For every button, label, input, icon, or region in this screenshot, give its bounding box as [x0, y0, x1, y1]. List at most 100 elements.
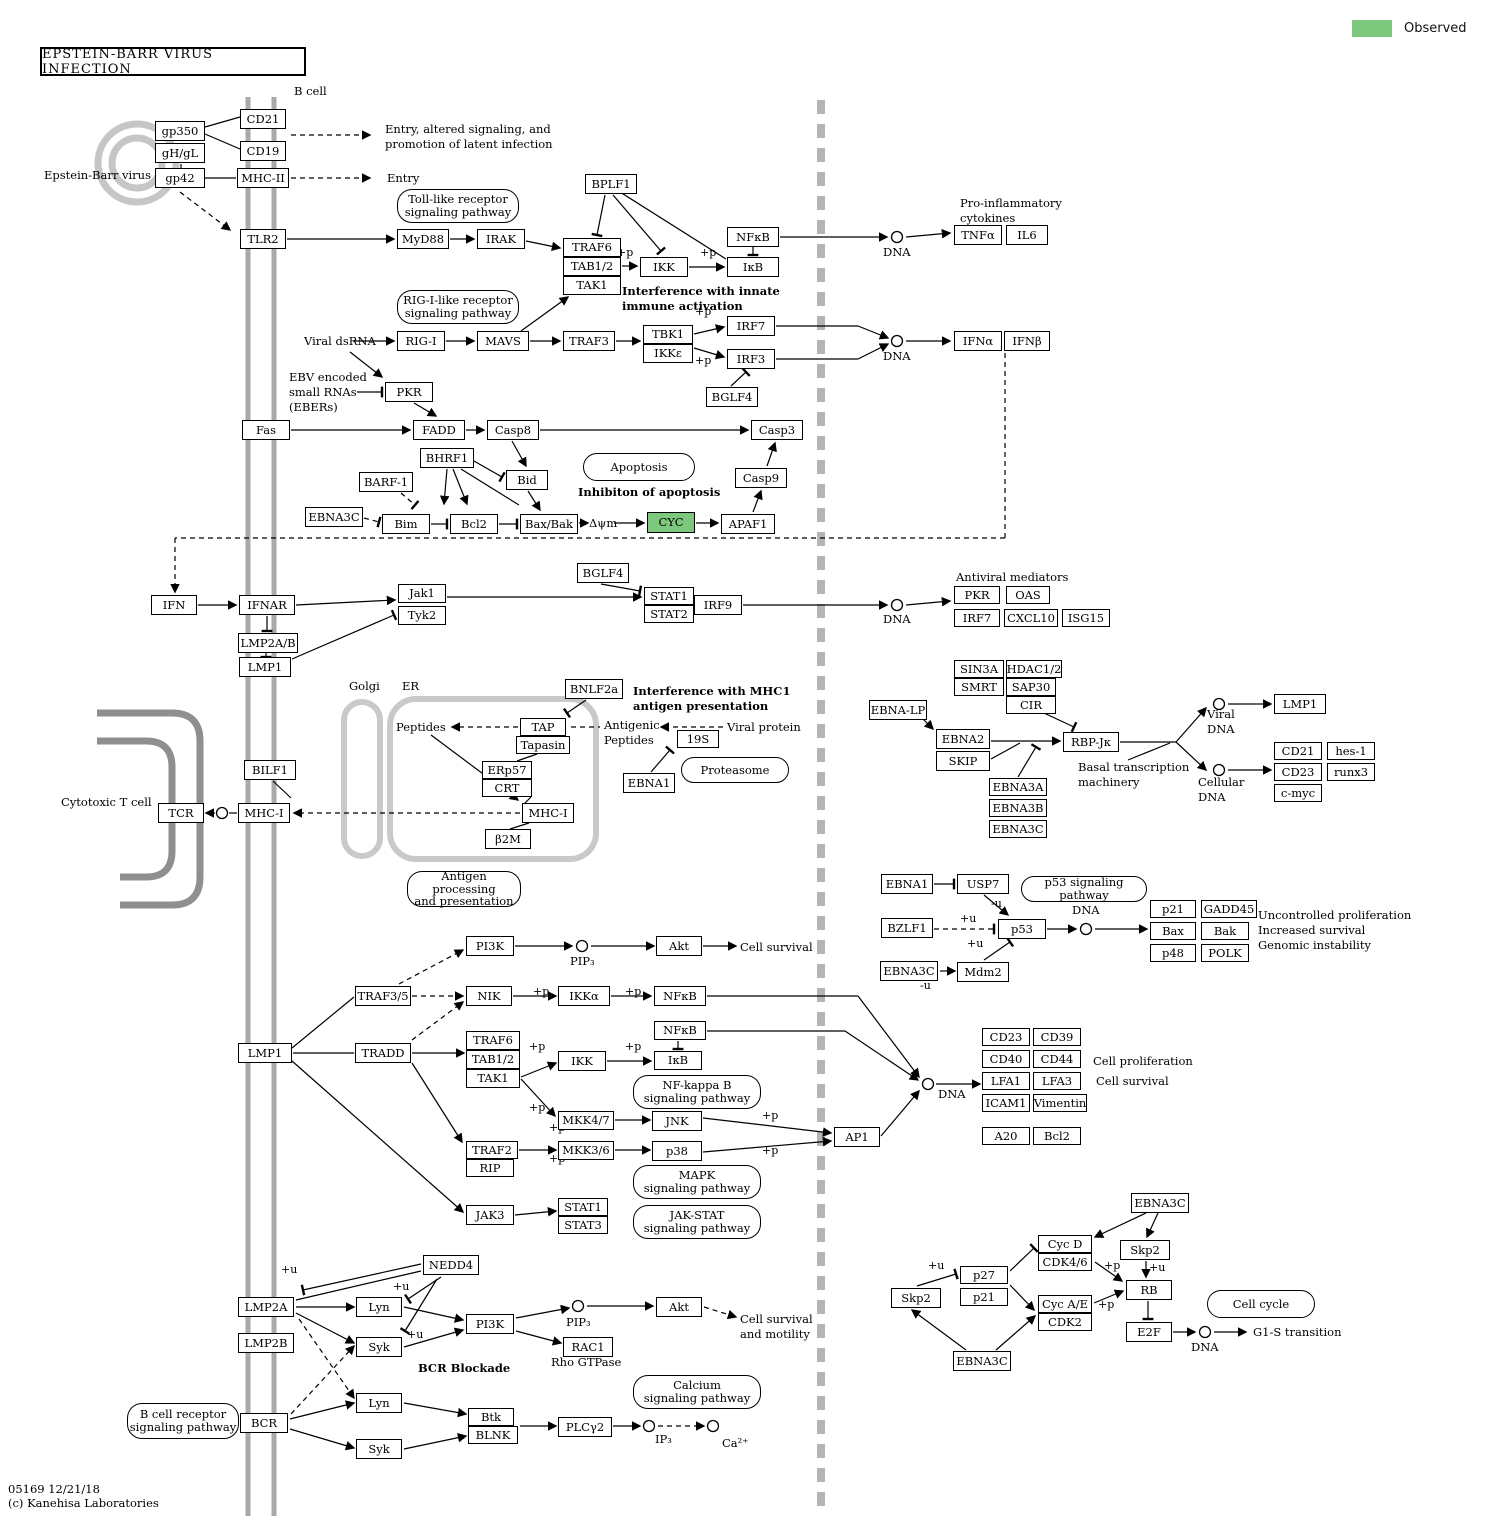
node-bcl2[interactable]: Bcl2: [1033, 1127, 1081, 1145]
node-tak1[interactable]: TAK1: [563, 276, 621, 295]
node-barf-1[interactable]: BARF-1: [359, 472, 413, 492]
node-fas[interactable]: Fas: [242, 420, 290, 440]
node-p27[interactable]: p27: [960, 1266, 1008, 1284]
node-tnf[interactable]: TNFα: [954, 225, 1002, 245]
node-cd39[interactable]: CD39: [1033, 1028, 1081, 1046]
node-erp57[interactable]: ERp57: [482, 761, 532, 779]
node-traf3[interactable]: TRAF3: [563, 331, 615, 351]
node-irf9[interactable]: IRF9: [694, 595, 742, 615]
node-sin3a[interactable]: SIN3A: [954, 660, 1004, 678]
node-lyn[interactable]: Lyn: [356, 1393, 402, 1413]
node-polk[interactable]: POLK: [1201, 944, 1249, 962]
node-rbp-j[interactable]: RBP-Jκ: [1063, 732, 1119, 752]
node-icam1[interactable]: ICAM1: [982, 1094, 1030, 1112]
node-stat1[interactable]: STAT1: [644, 587, 694, 605]
node-nik[interactable]: NIK: [466, 986, 512, 1006]
node-ifn[interactable]: IFN: [151, 595, 197, 615]
node-hes-1[interactable]: hes-1: [1327, 742, 1375, 760]
node-plc-2[interactable]: PLCγ2: [558, 1417, 612, 1437]
node-cyc-a-e[interactable]: Cyc A/E: [1038, 1295, 1092, 1313]
node-ebna3c[interactable]: EBNA3C: [305, 507, 363, 527]
node-2m[interactable]: β2M: [485, 829, 531, 849]
node-apaf1[interactable]: APAF1: [721, 514, 775, 534]
node-ebna2[interactable]: EBNA2: [936, 729, 990, 749]
node-isg15[interactable]: ISG15: [1062, 609, 1110, 627]
node-i-b[interactable]: IκB: [654, 1051, 702, 1070]
node-il6[interactable]: IL6: [1006, 225, 1048, 245]
node-skp2[interactable]: Skp2: [1120, 1240, 1170, 1260]
node-vimentin[interactable]: Vimentin: [1033, 1094, 1087, 1112]
node-lmp1[interactable]: LMP1: [239, 657, 291, 677]
node-gp350[interactable]: gp350: [155, 121, 205, 141]
node-jak1[interactable]: Jak1: [398, 584, 446, 603]
node-tak1[interactable]: TAK1: [466, 1069, 520, 1088]
node-19s[interactable]: 19S: [677, 730, 719, 748]
node-lmp2a[interactable]: LMP2A: [238, 1297, 294, 1317]
node-mdm2[interactable]: Mdm2: [957, 962, 1009, 982]
node-bid[interactable]: Bid: [506, 470, 548, 490]
node-pi3k[interactable]: PI3K: [466, 936, 514, 956]
node-bax[interactable]: Bax: [1150, 922, 1196, 940]
node-rip[interactable]: RIP: [466, 1159, 514, 1177]
node-cd23[interactable]: CD23: [982, 1028, 1030, 1046]
node-syk[interactable]: Syk: [356, 1337, 402, 1357]
node-tradd[interactable]: TRADD: [355, 1043, 411, 1063]
node-c-myc[interactable]: c-myc: [1274, 784, 1322, 802]
node-stat3[interactable]: STAT3: [558, 1216, 608, 1234]
node-nf-b[interactable]: NFκB: [727, 227, 779, 247]
node-tbk1[interactable]: TBK1: [643, 325, 693, 344]
node-p21[interactable]: p21: [1150, 900, 1196, 918]
node-tyk2[interactable]: Tyk2: [398, 606, 446, 625]
node-skip[interactable]: SKIP: [936, 751, 990, 771]
node-ebna3a[interactable]: EBNA3A: [989, 778, 1047, 796]
node-cyc[interactable]: CYC: [647, 512, 695, 533]
node-lfa1[interactable]: LFA1: [982, 1072, 1030, 1090]
node-traf3-5[interactable]: TRAF3/5: [355, 986, 411, 1006]
node-jnk[interactable]: JNK: [652, 1111, 702, 1131]
node-casp9[interactable]: Casp9: [735, 468, 787, 488]
node-cxcl10[interactable]: CXCL10: [1004, 609, 1058, 627]
node-ifn[interactable]: IFNα: [954, 331, 1002, 351]
node-irf7[interactable]: IRF7: [954, 609, 1000, 627]
node-bplf1[interactable]: BPLF1: [585, 174, 637, 194]
map-link-calcium-signaling-pathway[interactable]: Calcium signaling pathway: [633, 1375, 761, 1409]
node-cd23[interactable]: CD23: [1274, 763, 1322, 781]
node-bak[interactable]: Bak: [1201, 922, 1249, 940]
node-lyn[interactable]: Lyn: [356, 1297, 402, 1317]
node-tapasin[interactable]: Tapasin: [516, 736, 570, 754]
map-link-p53-signaling-pathway[interactable]: p53 signaling pathway: [1021, 876, 1147, 902]
map-link-toll-like-receptor-signaling-pathway[interactable]: Toll-like receptor signaling pathway: [397, 189, 519, 223]
node-stat1[interactable]: STAT1: [558, 1198, 608, 1216]
node-ifn[interactable]: IFNβ: [1004, 331, 1050, 351]
node-bglf4[interactable]: BGLF4: [577, 563, 629, 583]
node-btk[interactable]: Btk: [468, 1408, 514, 1426]
node-traf6[interactable]: TRAF6: [466, 1031, 520, 1050]
map-link-mapk-signaling-pathway[interactable]: MAPK signaling pathway: [633, 1165, 761, 1199]
node-a20[interactable]: A20: [982, 1127, 1030, 1145]
node-mkk4-7[interactable]: MKK4/7: [558, 1111, 614, 1130]
node-p53[interactable]: p53: [998, 919, 1046, 939]
node-gh-gl[interactable]: gH/gL: [155, 143, 205, 163]
node-bhrf1[interactable]: BHRF1: [420, 448, 474, 468]
node-lmp1[interactable]: LMP1: [238, 1043, 292, 1063]
map-link-jak-stat-signaling-pathway[interactable]: JAK-STAT signaling pathway: [633, 1205, 761, 1239]
node-ebna1[interactable]: EBNA1: [623, 773, 675, 793]
node-syk[interactable]: Syk: [356, 1439, 402, 1459]
node-tap[interactable]: TAP: [520, 718, 566, 736]
node-bglf4[interactable]: BGLF4: [706, 387, 758, 407]
map-link-proteasome[interactable]: Proteasome: [681, 757, 789, 783]
node-cd21[interactable]: CD21: [1274, 742, 1322, 760]
node-mkk3-6[interactable]: MKK3/6: [558, 1141, 614, 1160]
node-casp3[interactable]: Casp3: [751, 420, 803, 440]
node-nf-b[interactable]: NFκB: [654, 986, 706, 1006]
node-irf3[interactable]: IRF3: [727, 349, 775, 369]
map-link-b-cell-receptor-signaling-pathway[interactable]: B cell receptor signaling pathway: [127, 1403, 239, 1439]
node-bnlf2a[interactable]: BNLF2a: [565, 679, 623, 699]
node-lmp1[interactable]: LMP1: [1274, 694, 1326, 714]
node-mhc-ii[interactable]: MHC-II: [237, 168, 289, 188]
node-ebna3b[interactable]: EBNA3B: [989, 799, 1047, 817]
node-runx3[interactable]: runx3: [1327, 763, 1375, 781]
node-irak[interactable]: IRAK: [477, 229, 525, 249]
node-ikk[interactable]: IKK: [558, 1051, 606, 1071]
node-cd40[interactable]: CD40: [982, 1050, 1030, 1068]
